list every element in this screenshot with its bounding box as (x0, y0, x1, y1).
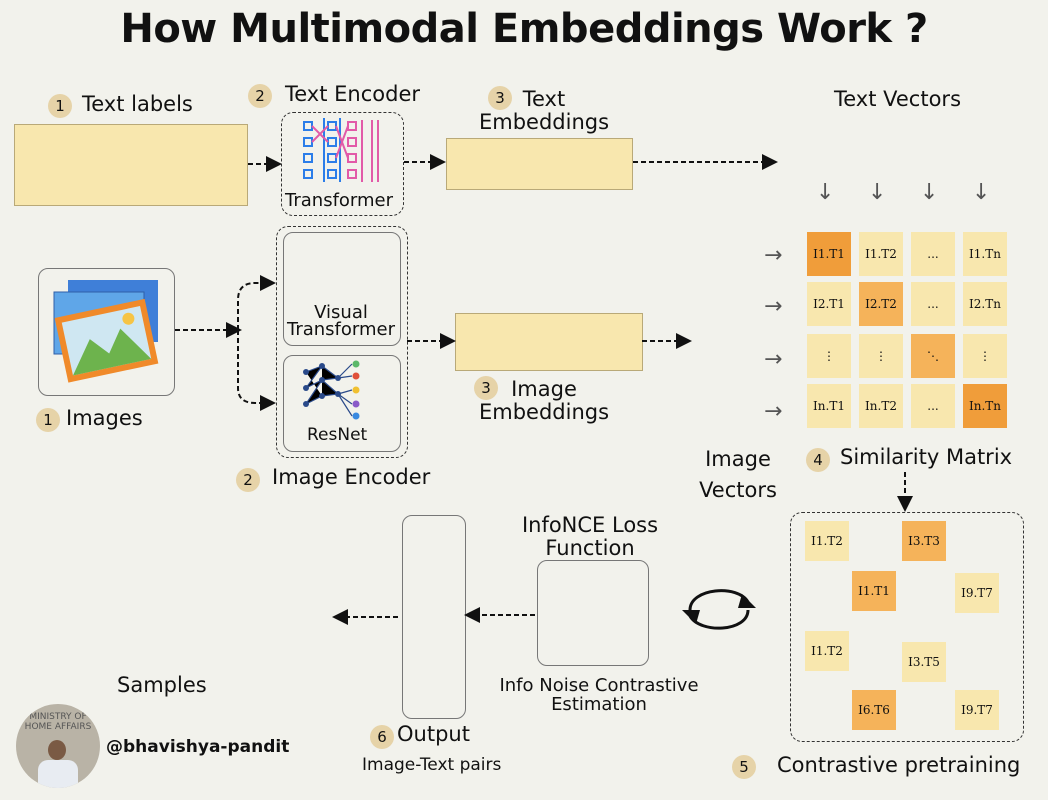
pair-cell: I3.T5 (902, 642, 946, 682)
matrix-cell: In.T2 (859, 384, 903, 428)
text-embeddings-label: Text Embeddings (478, 87, 610, 134)
contrastive-box (790, 512, 1024, 742)
right-arrow-icon: → (764, 294, 783, 319)
matrix-cell: I2.T2 (859, 282, 903, 326)
images-icon (53, 280, 159, 383)
matrix-cell: ⋮ (859, 334, 903, 378)
pair-cell: I1.T1 (852, 571, 896, 611)
text-embeddings-box (446, 138, 633, 190)
samples-label: Samples (117, 673, 207, 697)
images-label: Images (66, 406, 143, 430)
visual-transformer-label: Visual Transformer (286, 302, 395, 340)
pair-cell: I9.T7 (955, 690, 999, 730)
resnet-icon (303, 360, 360, 420)
pair-cell: I1.T2 (805, 631, 849, 671)
down-arrow-icon: ↓ (972, 180, 991, 205)
matrix-cell: ⋮ (807, 334, 851, 378)
matrix-cell: I2.T1 (807, 282, 851, 326)
image-encoder-label: Image Encoder (272, 465, 431, 489)
author-handle: @bhavishya-pandit (106, 737, 290, 757)
down-arrow-icon: ↓ (816, 180, 835, 205)
images-box (38, 268, 175, 396)
text-labels-box (14, 124, 248, 206)
step-badge-similarity: 4 (806, 448, 830, 472)
matrix-cell: ... (911, 384, 955, 428)
right-arrow-icon: → (764, 347, 783, 372)
cycle-arrows-icon (682, 589, 756, 630)
matrix-cell: I2.Tn (963, 282, 1007, 326)
text-vectors-label: Text Vectors (834, 87, 962, 111)
output-sub-label: Image-Text pairs (362, 755, 502, 775)
right-arrow-icon: → (764, 399, 783, 424)
step-badge-image-embeddings: 3 (474, 376, 498, 400)
matrix-cell: In.Tn (963, 384, 1007, 428)
pair-cell: I1.T2 (805, 521, 849, 561)
transformer-icon (303, 118, 379, 182)
matrix-cell: ... (911, 282, 955, 326)
visual-transformer-box (283, 232, 401, 346)
step-badge-contrastive: 5 (732, 755, 756, 779)
image-vectors-label: Image Vectors (699, 447, 777, 502)
loss-title: InfoNCE Loss Function (521, 513, 659, 560)
resnet-box (283, 355, 401, 452)
right-arrow-icon: → (764, 243, 783, 268)
down-arrow-icon: ↓ (868, 180, 887, 205)
image-embeddings-label: Image Embeddings (478, 377, 610, 424)
avatar-text: MINISTRY OF HOME AFFAIRS (24, 712, 92, 732)
matrix-cell: ⋱ (911, 334, 955, 378)
matrix-cell: I1.T1 (807, 232, 851, 276)
pair-cell: I3.T3 (902, 521, 946, 561)
contrastive-label: Contrastive pretraining (777, 753, 1021, 777)
avatar: MINISTRY OF HOME AFFAIRS (16, 704, 100, 788)
step-badge-image-encoder: 2 (236, 468, 260, 492)
step-badge-images: 1 (36, 408, 60, 432)
resnet-label: ResNet (307, 425, 368, 445)
pair-cell: I9.T7 (955, 573, 999, 613)
similarity-matrix-label: Similarity Matrix (840, 445, 1013, 469)
matrix-cell: ⋮ (963, 334, 1007, 378)
matrix-cell: I1.Tn (963, 232, 1007, 276)
step-badge-text-encoder: 2 (248, 84, 272, 108)
matrix-cell: In.T1 (807, 384, 851, 428)
down-arrow-icon: ↓ (920, 180, 939, 205)
text-encoder-label: Text Encoder (285, 82, 421, 106)
pair-cell: I6.T6 (852, 690, 896, 730)
page-title: How Multimodal Embeddings Work ? (120, 6, 928, 52)
loss-box (537, 560, 649, 666)
output-label: Output (397, 722, 470, 746)
step-badge-output: 6 (370, 725, 394, 749)
matrix-cell: I1.T2 (859, 232, 903, 276)
step-badge-text-labels: 1 (48, 94, 72, 118)
transformer-label: Transformer (285, 190, 394, 211)
step-badge-text-embeddings: 3 (488, 86, 512, 110)
matrix-cell: ... (911, 232, 955, 276)
text-labels-label: Text labels (82, 92, 193, 116)
loss-subtitle: Info Noise Contrastive Estimation (499, 675, 699, 715)
